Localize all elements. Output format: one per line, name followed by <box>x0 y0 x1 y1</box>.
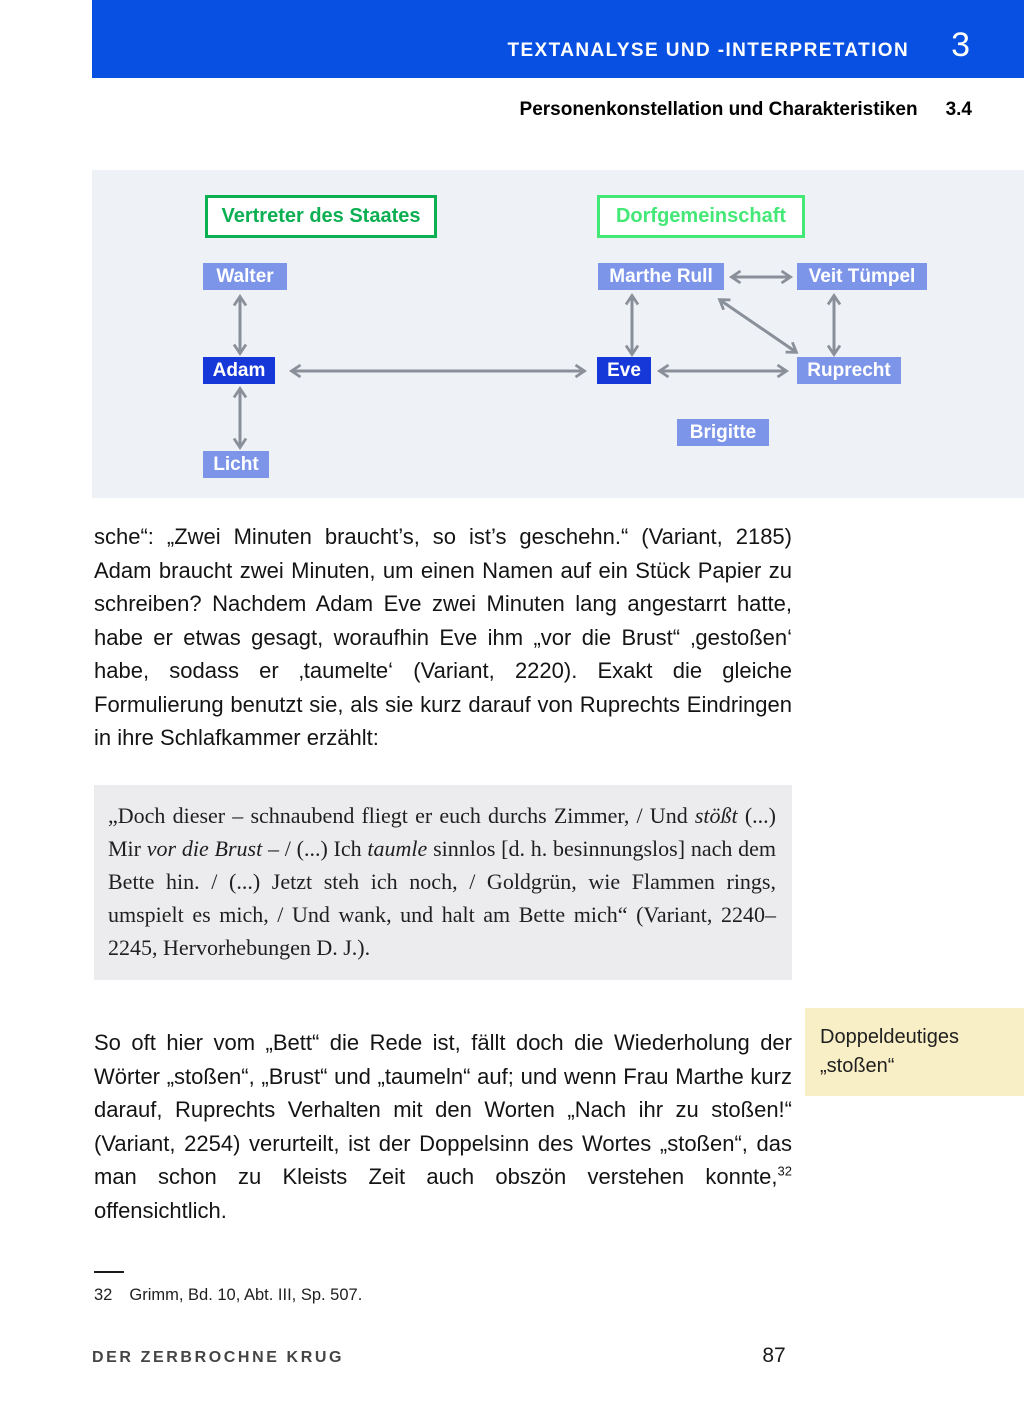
person-box-brigitte: Brigitte <box>677 419 769 446</box>
margin-note-line: „stoßen“ <box>820 1055 895 1077</box>
person-box-ruprecht: Ruprecht <box>797 357 901 384</box>
page-number: 87 <box>762 1344 786 1367</box>
section-number: 3.4 <box>945 99 972 120</box>
group-box-village-community: Dorfgemeinschaft <box>597 195 805 238</box>
quote-segment: (...) Mir <box>108 803 776 861</box>
chapter-number: 3 <box>951 26 970 65</box>
paragraph-2-text: So oft hier vom „Bett“ die Rede ist, fäl… <box>94 1030 792 1189</box>
footnote-reference-32: 32 <box>777 1163 792 1179</box>
body-paragraph-2: So oft hier vom „Bett“ die Rede ist, fäl… <box>94 1026 792 1227</box>
quote-segment-italic: vor die Brust <box>146 836 263 861</box>
paragraph-2-text: offensichtlich. <box>94 1197 227 1223</box>
person-box-walter: Walter <box>203 263 287 290</box>
arrow-marthe-ruprecht <box>717 298 799 354</box>
footnote-number: 32 <box>94 1286 113 1304</box>
character-constellation-diagram: Vertreter des Staates Dorfgemeinschaft W… <box>92 170 1024 498</box>
footnote-text: Grimm, Bd. 10, Abt. III, Sp. 507. <box>129 1286 363 1304</box>
footnote-divider <box>94 1271 124 1273</box>
person-box-adam: Adam <box>203 357 275 384</box>
chapter-header-bar: TEXTANALYSE UND -INTERPRETATION 3 <box>92 0 1024 78</box>
margin-note: Doppeldeutiges „stoßen“ <box>805 1008 1024 1096</box>
chapter-title: TEXTANALYSE UND -INTERPRETATION <box>507 40 910 61</box>
relation-arrows <box>232 269 842 451</box>
person-box-eve: Eve <box>597 357 651 384</box>
running-footer-book-title: DER ZERBROCHNE KRUG <box>92 1349 345 1366</box>
quote-segment: „Doch dieser – schnaubend fliegt er euch… <box>108 803 695 828</box>
person-box-marthe-rull: Marthe Rull <box>598 263 724 290</box>
section-title: Personenkonstellation und Charakteristik… <box>519 99 918 120</box>
person-box-veit-tuempel: Veit Tümpel <box>797 263 927 290</box>
quote-block: „Doch dieser – schnaubend fliegt er euch… <box>94 785 792 980</box>
quote-segment: sinnlos [d. h. besinnungslos] nach dem B… <box>108 836 776 960</box>
person-box-licht: Licht <box>203 451 269 478</box>
margin-note-line: Doppeldeutiges <box>820 1026 959 1048</box>
quote-segment-italic: taumle <box>367 836 428 861</box>
group-box-state-representatives: Vertreter des Staates <box>205 195 437 238</box>
quote-segment-italic: stößt <box>694 803 738 828</box>
section-heading-row: Personenkonstellation und Charakteristik… <box>92 99 1024 121</box>
quote-segment: – / (...) Ich <box>262 836 368 861</box>
body-paragraph-1: sche“: „Zwei Minuten braucht’s, so ist’s… <box>94 524 792 750</box>
footnote: 32 Grimm, Bd. 10, Abt. III, Sp. 507. <box>94 1286 362 1305</box>
